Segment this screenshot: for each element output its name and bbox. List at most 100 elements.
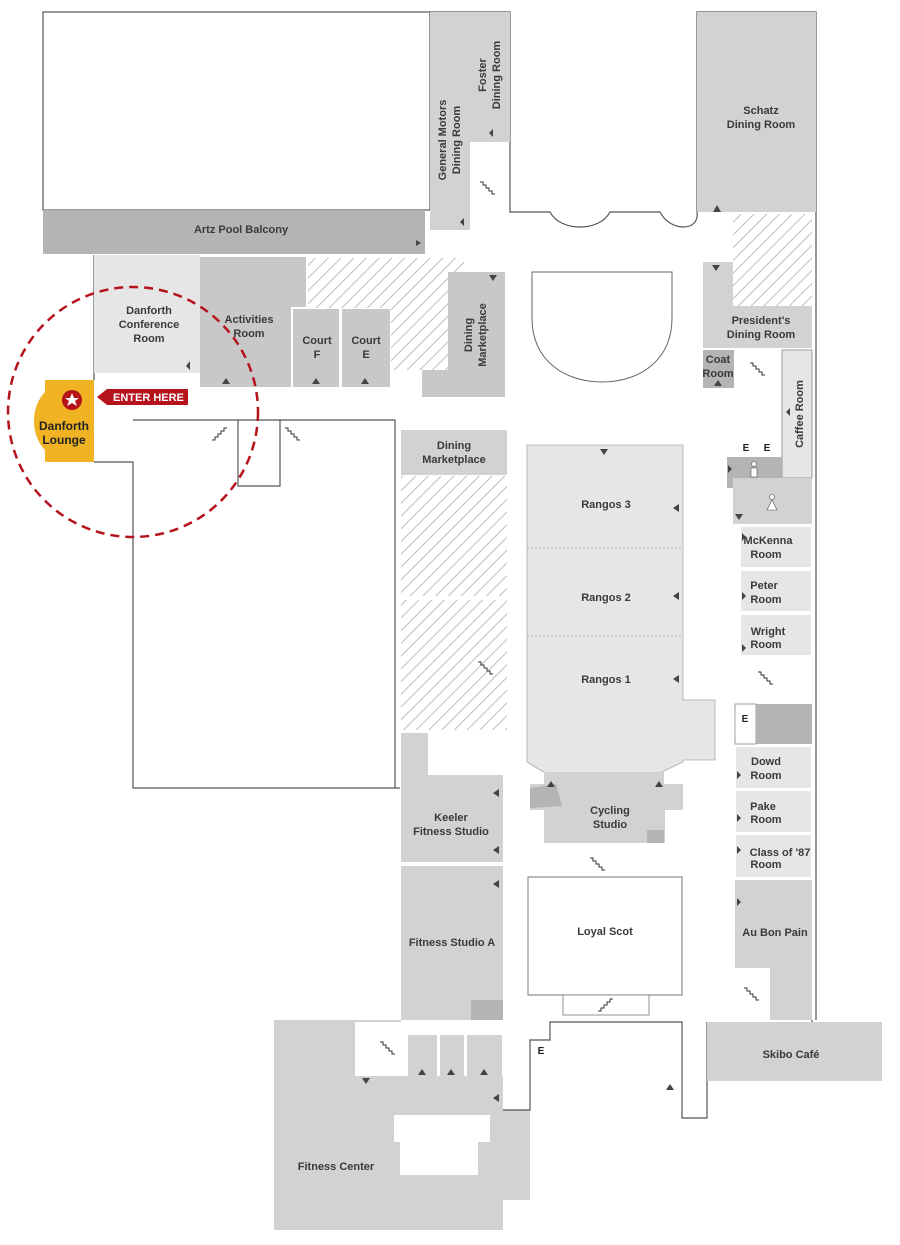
room-schatz[interactable]: [697, 12, 816, 212]
room-peter[interactable]: [739, 569, 813, 613]
room-dowd[interactable]: [734, 745, 813, 790]
label-wright-2: Room: [750, 639, 781, 651]
hatched-area-right-top: [733, 214, 812, 306]
label-pake-1: Pake: [750, 801, 776, 813]
label-general-motors-2: Dining Room: [451, 106, 463, 175]
label-caffee: Caffee Room: [794, 380, 806, 448]
stairs-icon: [757, 671, 774, 685]
door-arrow-icon: [493, 1094, 499, 1102]
door-arrow-icon: [673, 592, 679, 600]
label-dining-marketplace-v-1: Dining: [463, 318, 475, 352]
label-presidents-1: President's: [732, 315, 791, 327]
hatched-area-top-2: [391, 308, 449, 370]
door-arrow-icon: [742, 592, 746, 600]
room-court-f[interactable]: [291, 307, 341, 389]
door-arrow-icon: [547, 781, 555, 787]
building-outline: [42, 11, 817, 1020]
room-skibo-cafe[interactable]: [707, 1022, 882, 1081]
door-arrow-icon: [742, 533, 746, 541]
label-cycling-2: Studio: [593, 819, 627, 831]
door-arrow-icon: [493, 789, 499, 797]
label-danforth-lounge-1: Danforth: [39, 419, 89, 433]
room-fitness-studio-a[interactable]: [401, 866, 503, 1020]
label-wright-1: Wright: [751, 626, 786, 638]
room-class-of-87[interactable]: [734, 833, 813, 879]
hatched-area-center-1: [401, 476, 507, 596]
stairs-icon: [589, 857, 606, 871]
door-arrow-icon: [742, 644, 746, 652]
label-loyal-scot: Loyal Scot: [577, 926, 633, 938]
label-skibo: Skibo Café: [763, 1049, 820, 1061]
room-rangos-1[interactable]: [530, 638, 680, 738]
elevator-label: E: [538, 1046, 545, 1057]
enter-here-marker[interactable]: ENTER HERE: [97, 389, 188, 405]
locker-3: [467, 1035, 502, 1076]
room-foster[interactable]: [470, 12, 510, 142]
south-corridor-wall: [503, 1021, 708, 1119]
door-arrow-icon: [737, 898, 741, 906]
room-dining-marketplace-horizontal[interactable]: [401, 430, 507, 475]
star-icon-glyph: [65, 393, 79, 406]
locker-2: [440, 1035, 464, 1076]
label-dining-marketplace-h-1: Dining: [437, 440, 471, 452]
label-coat-1: Coat: [706, 354, 731, 366]
enter-here-label: ENTER HERE: [113, 392, 184, 404]
door-arrow-icon: [416, 240, 421, 246]
door-arrow-icon: [480, 1069, 488, 1075]
label-court-e-2: E: [362, 349, 369, 361]
fitness-center-cutout: [394, 1115, 490, 1175]
label-rangos-3: Rangos 3: [581, 499, 631, 511]
label-pake-2: Room: [750, 814, 781, 826]
label-class87-2: Room: [750, 859, 781, 871]
label-danforth-lounge-2: Lounge: [42, 433, 86, 447]
entrance-highlight-circle: [6, 285, 260, 539]
room-presidents-dining[interactable]: [703, 262, 812, 348]
room-loyal-scot[interactable]: [527, 876, 683, 996]
restroom-men-icon: [750, 461, 758, 478]
room-artz-pool-balcony[interactable]: [43, 210, 425, 254]
label-fitness-center: Fitness Center: [298, 1161, 375, 1173]
door-arrow-icon: [489, 129, 493, 137]
label-danforth-conf-2: Conference: [119, 319, 180, 331]
label-court-f-1: Court: [302, 335, 332, 347]
door-arrow-icon: [655, 781, 663, 787]
label-mckenna-1: McKenna: [744, 535, 794, 547]
room-mckenna[interactable]: [739, 525, 813, 569]
door-arrow-icon: [673, 504, 679, 512]
hatched-area-center-2: [401, 600, 507, 730]
elevator-service: [756, 704, 812, 744]
room-keeler-fitness[interactable]: [401, 733, 503, 862]
label-danforth-conf-3: Room: [133, 333, 164, 345]
label-rangos-1: Rangos 1: [581, 674, 631, 686]
door-arrow-icon: [714, 380, 722, 386]
room-pake[interactable]: [734, 789, 813, 834]
stairs-icon: [743, 987, 760, 1001]
fitness-a-storage: [471, 1000, 503, 1020]
room-au-bon-pain[interactable]: [735, 880, 812, 1020]
label-keeler-1: Keeler: [434, 812, 468, 824]
cycling-annex: [530, 784, 562, 808]
label-foster-2: Dining Room: [491, 41, 503, 110]
room-cycling-studio[interactable]: [530, 772, 683, 843]
door-arrow-icon: [222, 378, 230, 384]
room-wright[interactable]: [739, 613, 813, 657]
hatched-area-top: [308, 258, 464, 308]
room-general-motors[interactable]: [430, 12, 470, 230]
door-arrow-icon: [493, 880, 499, 888]
door-arrow-icon: [737, 771, 741, 779]
label-schatz-1: Schatz: [743, 105, 779, 117]
room-activities[interactable]: [200, 257, 306, 387]
door-arrow-icon: [735, 514, 743, 520]
room-dining-marketplace-vertical[interactable]: [422, 272, 505, 397]
room-danforth-conference[interactable]: [94, 255, 200, 373]
label-fitness-a: Fitness Studio A: [409, 937, 495, 949]
door-arrow-icon: [737, 846, 741, 854]
label-dining-marketplace-v-2: Marketplace: [477, 303, 489, 367]
door-arrow-icon: [361, 378, 369, 384]
room-court-e[interactable]: [340, 307, 392, 389]
door-arrow-icon: [186, 361, 190, 370]
door-arrow-icon: [493, 846, 499, 854]
door-arrow-icon: [312, 378, 320, 384]
room-caffee[interactable]: [781, 349, 813, 479]
label-court-f-2: F: [314, 349, 321, 361]
